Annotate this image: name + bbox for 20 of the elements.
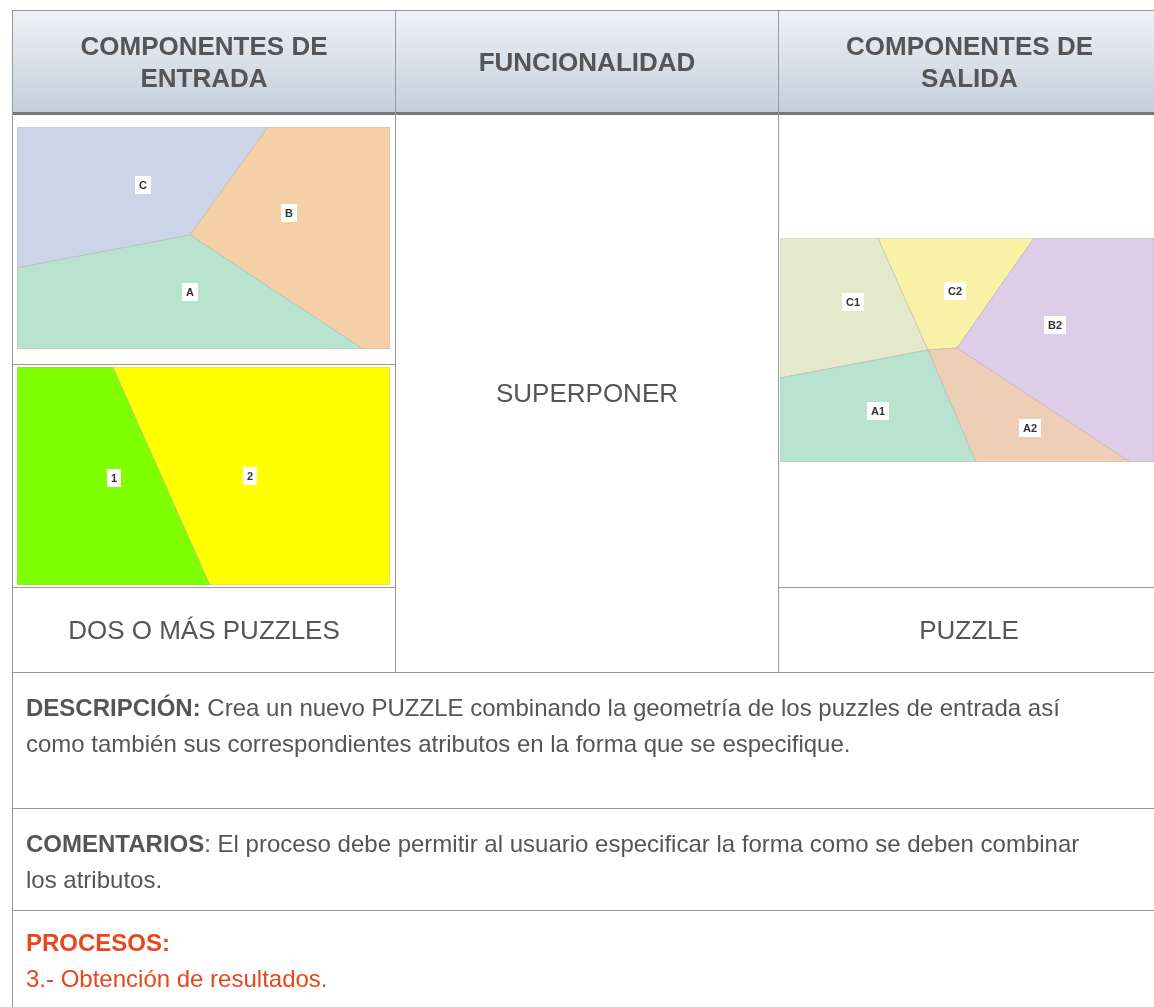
region-label: B2 xyxy=(1043,316,1067,334)
description-text: DESCRIPCIÓN: Crea un nuevo PUZZLE combinando la geometría de los puzzles de entrada así como también sus correspondientes atributos en la forma que se especifique. xyxy=(26,693,1061,759)
process-item: 3.- Obtención de resultados. xyxy=(26,964,328,994)
processes-heading: PROCESOS: xyxy=(26,928,171,958)
region-label: A1 xyxy=(866,402,890,420)
comments-text: COMENTARIOS: El proceso debe permitir al usuario especificar la forma como se deben combinar los atributos. xyxy=(26,829,1081,895)
region-label: 2 xyxy=(242,467,258,485)
region-label: C xyxy=(135,176,151,194)
region-label: 1 xyxy=(106,469,122,487)
output-caption: PUZZLE xyxy=(918,615,1020,645)
region-label: A xyxy=(182,283,198,301)
column-header: FUNCIONALIDAD xyxy=(396,11,778,115)
region-label: A2 xyxy=(1018,419,1042,437)
region-label: C1 xyxy=(841,293,865,311)
column-header: COMPONENTES DE ENTRADA xyxy=(13,11,395,115)
column-header: COMPONENTES DE SALIDA xyxy=(779,11,1154,115)
region-label: B xyxy=(281,204,297,222)
function-text: SUPERPONER xyxy=(494,378,679,408)
input-caption: DOS O MÁS PUZZLES xyxy=(67,615,341,645)
region-label: C2 xyxy=(943,282,967,300)
